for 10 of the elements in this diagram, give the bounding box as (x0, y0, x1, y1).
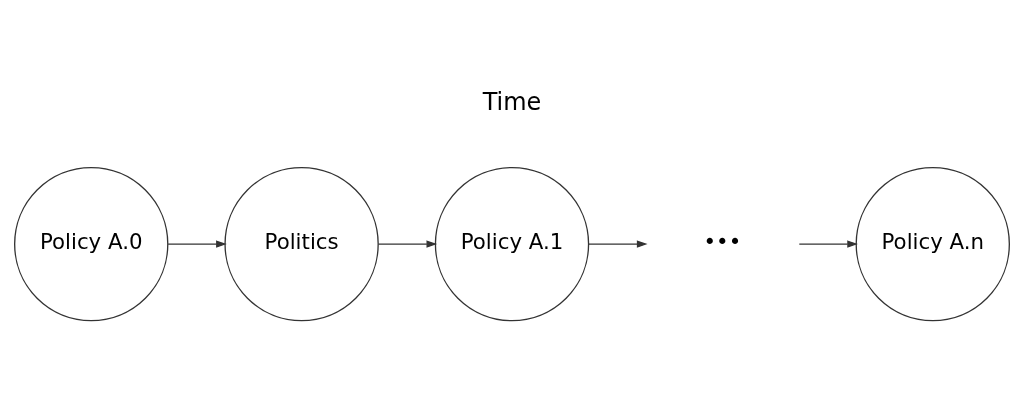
node-circle: Policy A.1 (434, 166, 590, 322)
arrow (798, 240, 858, 248)
node-circle: Policy A.n (855, 166, 1010, 322)
arrow (377, 240, 438, 248)
node-circle: Policy A.0 (14, 166, 169, 322)
node-circle: Politics (224, 166, 379, 322)
label: Time (482, 88, 542, 117)
arrow (167, 240, 227, 248)
arrow (588, 240, 648, 248)
node-text: ••• (703, 229, 742, 255)
